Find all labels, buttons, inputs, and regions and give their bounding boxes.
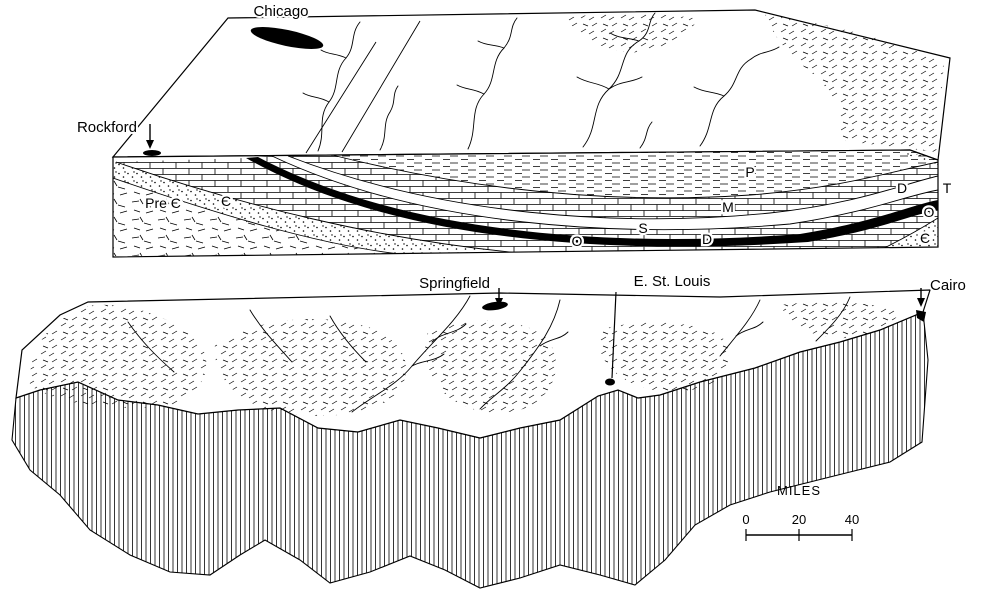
east-st-louis-pointer-line — [611, 291, 617, 379]
upper-terrain-east-hills — [765, 14, 944, 152]
strata-label-ordovician-right: O — [924, 204, 935, 220]
strata-label-devonian-right: D — [897, 180, 907, 196]
lower-block: Springfield E. St. Louis Cairo — [11, 271, 968, 589]
label-cairo: Cairo — [930, 277, 966, 294]
strata-label-silurian: S — [638, 220, 647, 236]
upper-terrain-north-hills — [565, 13, 698, 53]
scale-tick-label-0: 0 — [742, 512, 749, 527]
lower-terrain — [29, 302, 900, 416]
lower-rivers — [127, 295, 851, 413]
strata-label-cambrian-right: Є — [920, 230, 930, 246]
strata-label-precambrian: Pre Є — [145, 195, 181, 211]
cairo-tip-patch — [916, 310, 926, 322]
stratum-tertiary-right — [903, 151, 938, 167]
strata-boundaries — [113, 154, 938, 255]
surface-boundary-lines — [305, 20, 421, 154]
cross-section-face — [113, 150, 938, 257]
label-east-st-louis: E. St. Louis — [634, 273, 711, 290]
cross-section-outline — [112, 149, 939, 258]
cairo-down-arrow-icon — [917, 288, 925, 307]
scale-bar-line — [745, 529, 853, 541]
scale-bar: MILES 0 20 40 — [742, 483, 859, 541]
label-rockford: Rockford — [77, 119, 137, 136]
east-st-louis-urban-patch — [605, 378, 615, 386]
stratum-mississippian — [288, 155, 938, 219]
upper-block: Pre Є Є O S D M P D T O Є Chicago Rockfo… — [75, 1, 954, 258]
chicago-urban-patch — [250, 27, 324, 49]
label-springfield: Springfield — [419, 275, 490, 292]
strata-label-cambrian-left: Є — [221, 193, 231, 209]
rockford-down-arrow-icon — [146, 124, 154, 149]
springfield-urban-patch — [482, 301, 508, 311]
scale-bar-unit-label: MILES — [777, 483, 821, 498]
stratum-precambrian — [113, 178, 400, 256]
stratum-ordovician — [116, 158, 938, 253]
stratum-pennsylvanian — [332, 150, 938, 198]
strata-label-ordovician: O — [572, 233, 583, 249]
rockford-urban-patch — [143, 150, 161, 156]
scale-tick-label-40: 40 — [845, 512, 859, 527]
scale-tick-label-20: 20 — [792, 512, 806, 527]
upper-rivers — [302, 12, 780, 152]
strata-label-mississippian: M — [722, 199, 734, 215]
strata-label-devonian: D — [702, 231, 712, 247]
stratum-devonian — [272, 156, 938, 230]
stratum-cambrian-left — [113, 162, 520, 254]
stratum-cambrian-right — [880, 218, 938, 250]
strata-label-tertiary-right: T — [943, 180, 952, 196]
strata-labels: Pre Є Є O S D M P D T O Є — [143, 162, 954, 252]
strata-label-pennsylvanian: P — [745, 164, 754, 180]
label-chicago: Chicago — [253, 3, 308, 20]
